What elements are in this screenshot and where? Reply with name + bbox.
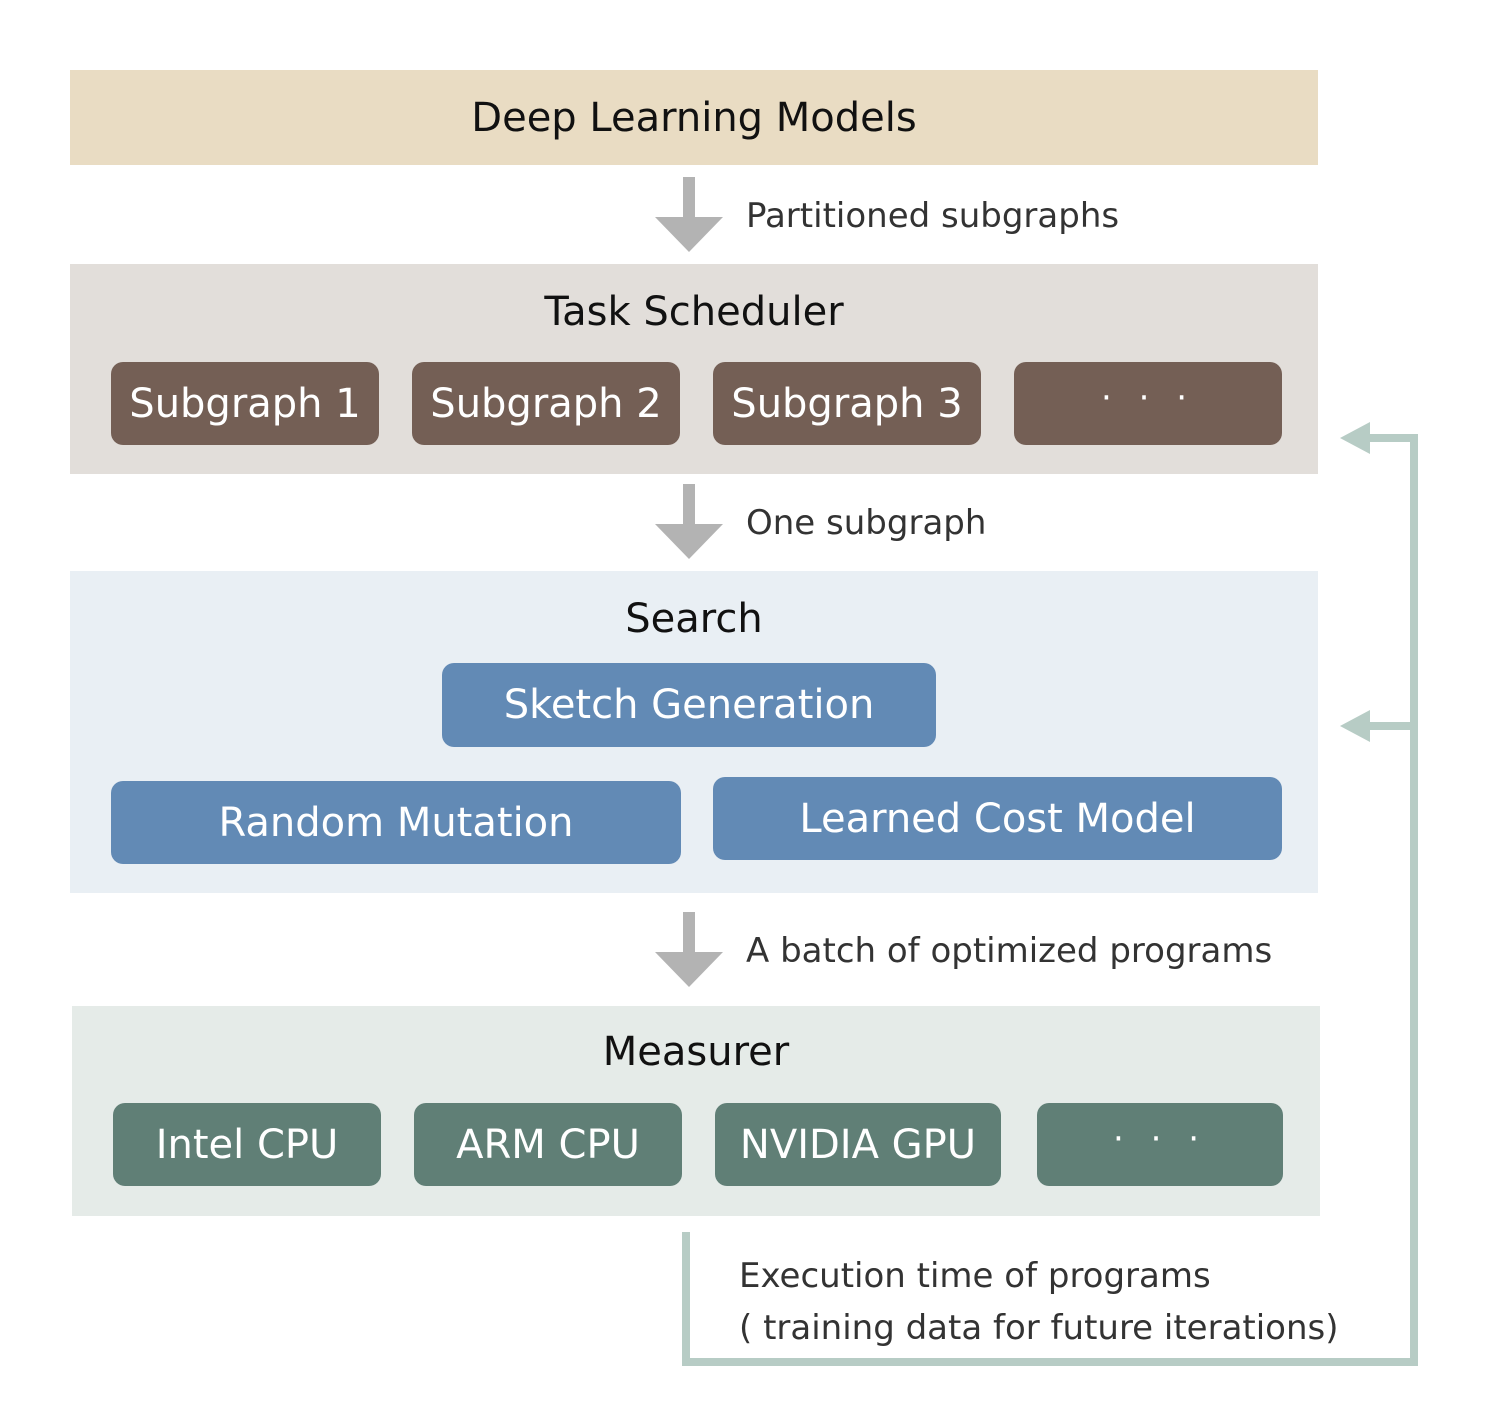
measurer-title: Measurer	[602, 1029, 790, 1075]
flow-label-partitioned: Partitioned subgraphs	[746, 196, 1120, 236]
down-arrow-icon	[655, 484, 723, 559]
device-chip: NVIDIA GPU	[715, 1103, 1001, 1186]
ellipsis: · · ·	[1112, 1118, 1208, 1159]
flow-label-batch: A batch of optimized programs	[746, 931, 1273, 971]
subgraph-more-chip: · · ·	[1014, 362, 1282, 445]
flow-label-one-subgraph: One subgraph	[746, 503, 987, 543]
random-mutation-box: Random Mutation	[111, 781, 681, 864]
search-title: Search	[625, 596, 763, 642]
device-more-chip: · · ·	[1037, 1103, 1283, 1186]
models-panel: Deep Learning Models	[70, 70, 1318, 165]
ellipsis: · · ·	[1100, 377, 1196, 418]
sketch-generation-box: Sketch Generation	[442, 663, 936, 747]
models-title: Deep Learning Models	[471, 94, 917, 141]
subgraph-chip: Subgraph 1	[111, 362, 379, 445]
down-arrow-icon	[655, 177, 723, 252]
task-scheduler-title: Task Scheduler	[544, 289, 844, 335]
device-chip: Intel CPU	[113, 1103, 381, 1186]
task-scheduler-panel: Task Scheduler Subgraph 1 Subgraph 2 Sub…	[70, 264, 1318, 474]
search-panel: Search Sketch Generation Random Mutation…	[70, 571, 1318, 893]
subgraph-chip: Subgraph 3	[713, 362, 981, 445]
device-chip: ARM CPU	[414, 1103, 682, 1186]
learned-cost-model-box: Learned Cost Model	[713, 777, 1282, 860]
subgraph-chip: Subgraph 2	[412, 362, 680, 445]
flow-label-training-data: ( training data for future iterations)	[739, 1308, 1339, 1348]
flow-label-execution-time: Execution time of programs	[739, 1256, 1211, 1296]
measurer-panel: Measurer Intel CPU ARM CPU NVIDIA GPU · …	[72, 1006, 1320, 1216]
down-arrow-icon	[655, 912, 723, 987]
